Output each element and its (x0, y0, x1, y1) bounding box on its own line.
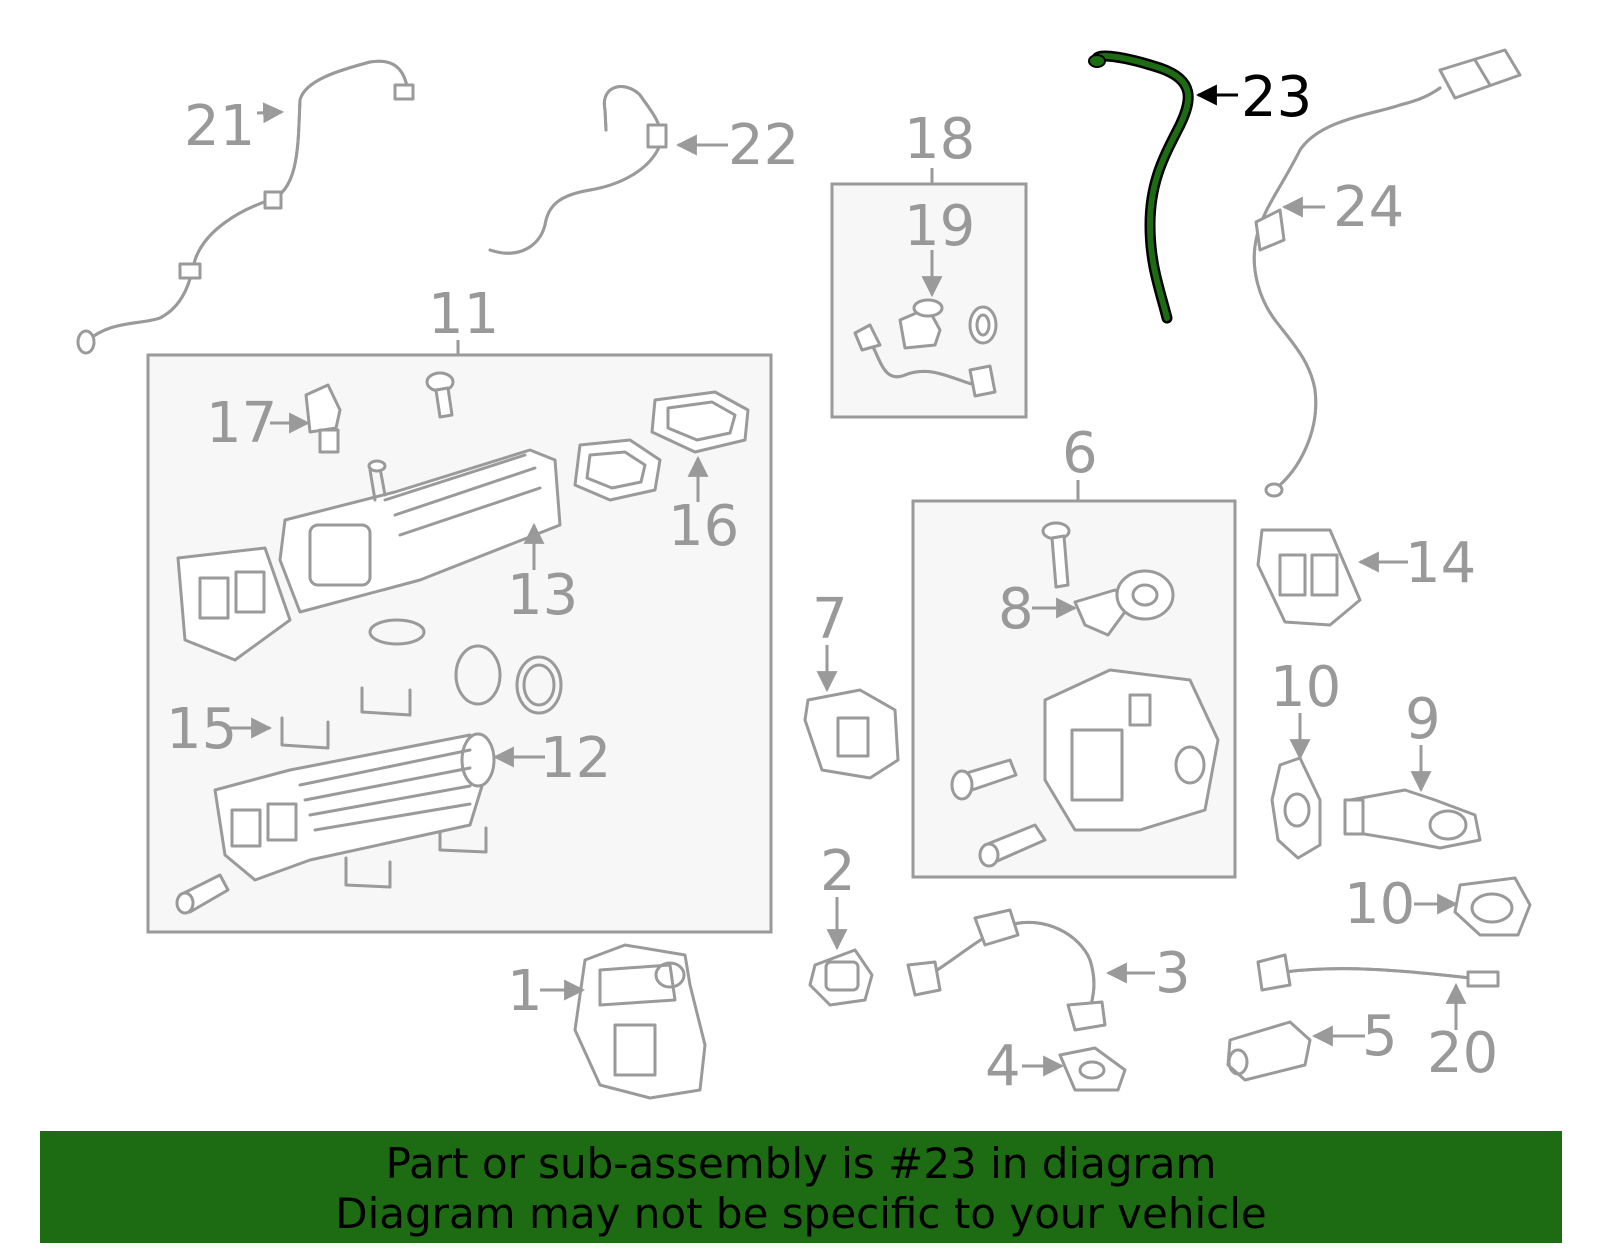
part-2-gasket (808, 948, 874, 1007)
callout-15: 15 (166, 697, 237, 762)
callout-11: 11 (428, 282, 499, 347)
part-24-sensor-wire (1252, 48, 1522, 498)
callout-2: 2 (820, 839, 856, 904)
callout-23: 23 (1241, 65, 1312, 130)
part-9-valve (1343, 788, 1482, 850)
part-1-egr-valve (573, 943, 707, 1100)
callout-14: 14 (1405, 531, 1476, 596)
part-22-hose (488, 85, 668, 255)
callout-18: 18 (904, 107, 975, 172)
part-19-sensor (853, 298, 998, 398)
callout-4: 4 (985, 1034, 1021, 1099)
part-10-gasket-b (1453, 876, 1532, 937)
part-10-gasket-a (1270, 756, 1322, 860)
callout-leaders (225, 84, 1467, 1077)
part-20-sensor (1256, 953, 1500, 992)
callout-3: 3 (1155, 941, 1191, 1006)
callout-19: 19 (904, 194, 975, 259)
callout-24: 24 (1333, 175, 1404, 240)
callout-10-upper: 10 (1270, 655, 1341, 720)
callout-20: 20 (1427, 1021, 1498, 1086)
part-14-gasket (1256, 528, 1362, 627)
callout-10-lower: 10 (1344, 872, 1415, 937)
part-5-bracket (1226, 1020, 1312, 1082)
part-3-pipe (906, 908, 1107, 1032)
part-4-gasket (1058, 1046, 1127, 1092)
callout-5: 5 (1362, 1004, 1398, 1069)
part-11-bolt (425, 371, 455, 419)
part-7-gasket (803, 688, 900, 780)
part-21-hose (76, 59, 415, 355)
callout-7: 7 (812, 587, 848, 652)
part-13-egr-cooler (278, 448, 562, 614)
callout-16: 16 (668, 494, 739, 559)
banner-line-disclaimer: Diagram may not be specific to your vehi… (335, 1189, 1267, 1238)
callout-13: 13 (507, 563, 578, 628)
callout-8: 8 (998, 577, 1034, 642)
part-gasket-left (176, 546, 292, 662)
callout-1: 1 (507, 959, 543, 1024)
callout-6: 6 (1062, 421, 1098, 486)
banner-line-part: Part or sub-assembly is #23 in diagram (385, 1139, 1217, 1188)
part-15-clips (280, 686, 488, 889)
part-6-valve-assembly (950, 521, 1220, 868)
callout-21: 21 (184, 94, 255, 159)
callout-9: 9 (1405, 687, 1441, 752)
part-16-gasket (573, 390, 750, 502)
callout-22: 22 (728, 113, 799, 178)
part-23-highlighted-hose (1088, 50, 1194, 324)
part-o-rings (368, 618, 563, 715)
part-12-egr-cooler (175, 732, 496, 915)
callout-12: 12 (540, 726, 611, 791)
info-banner: Part or sub-assembly is #23 in diagram D… (40, 1131, 1562, 1243)
callout-17: 17 (206, 391, 277, 456)
